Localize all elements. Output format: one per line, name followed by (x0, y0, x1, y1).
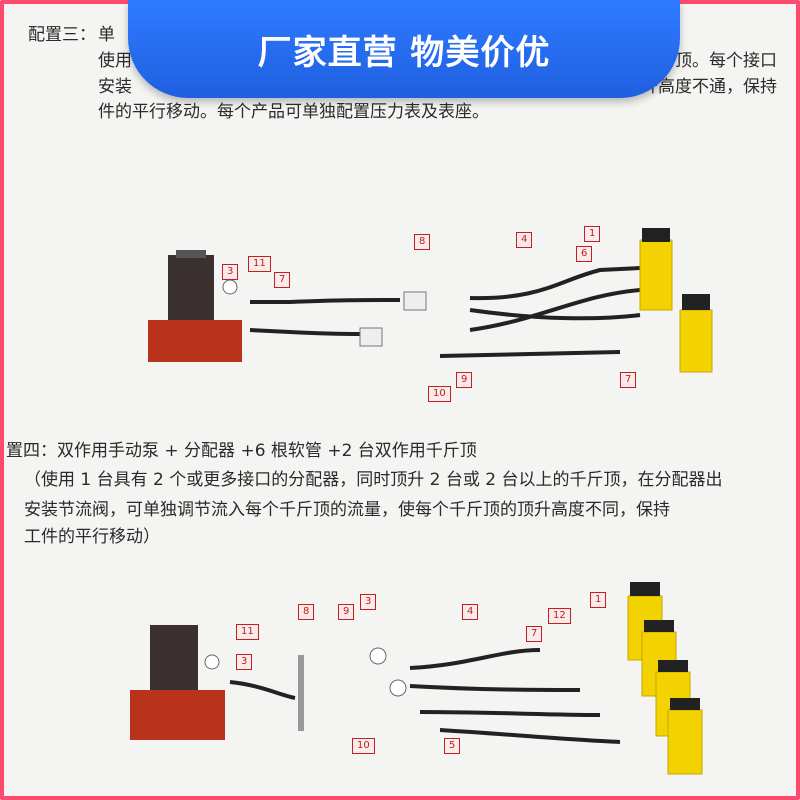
config3-line3: 件的平行移动。每个产品可单独配置压力表及表座。 (98, 102, 489, 122)
jack-cylinder (667, 709, 703, 775)
promo-banner: 厂家直营 物美价优 (128, 0, 680, 98)
hose (469, 308, 641, 321)
pressure-gauge-icon (222, 279, 238, 295)
pressure-gauge-icon (369, 647, 387, 665)
config3-line2-end: 顶升高度不通，保持 (624, 77, 777, 97)
part-number: 8 (414, 234, 431, 250)
hose (419, 710, 601, 717)
part-number: 9 (456, 372, 473, 388)
pump-motor (150, 625, 198, 690)
config3-label: 配置三： (28, 25, 96, 45)
part-number: 5 (444, 738, 461, 754)
hose (249, 328, 361, 336)
config3-line1-start: 使用 (98, 51, 132, 71)
part-number: 8 (298, 604, 315, 620)
hose (469, 266, 641, 301)
pressure-gauge-icon (389, 679, 407, 697)
hose (250, 298, 401, 304)
part-number: 7 (526, 626, 543, 642)
part-number: 1 (584, 226, 601, 242)
part-number: 10 (352, 738, 375, 754)
part-number: 11 (248, 256, 271, 272)
pressure-gauge-icon (204, 654, 220, 670)
pump-base (130, 690, 225, 740)
config4-line2: 安装节流阀，可单独调节流入每个千斤顶的流量，使每个千斤顶的顶升高度不同，保持 (24, 500, 670, 520)
distributor-manifold (298, 655, 304, 731)
pump-base (148, 320, 242, 362)
hose (469, 288, 641, 332)
part-number: 3 (360, 594, 377, 610)
part-number: 9 (338, 604, 355, 620)
config4-line3: 工件的平行移动） (24, 527, 160, 547)
hose (439, 728, 621, 744)
pump-motor (168, 255, 214, 320)
part-number: 3 (236, 654, 253, 670)
part-number: 4 (516, 232, 533, 248)
part-number: 6 (576, 246, 593, 262)
hose (439, 350, 621, 358)
hose (409, 648, 541, 670)
part-number: 11 (236, 624, 259, 640)
config4-line1: （使用 1 台具有 2 个或更多接口的分配器，同时顶升 2 台或 2 台以上的千… (24, 470, 723, 490)
part-number: 10 (428, 386, 451, 402)
distributor (403, 291, 427, 311)
part-number: 1 (590, 592, 607, 608)
promo-banner-text: 厂家直营 物美价优 (257, 32, 551, 73)
distributor (359, 327, 383, 347)
part-number: 12 (548, 608, 571, 624)
config4-title: 置四：双作用手动泵 + 分配器 +6 根软管 +2 台双作用千斤顶 (6, 441, 477, 461)
hose (229, 680, 296, 700)
jack-cylinder (639, 239, 673, 311)
part-number: 7 (620, 372, 637, 388)
part-number: 7 (274, 272, 291, 288)
hose (409, 684, 581, 692)
jack-cylinder (679, 309, 713, 373)
part-number: 3 (222, 264, 239, 280)
config3-line2-start: 安装 (98, 77, 132, 97)
config3-title-start: 单 (98, 25, 115, 45)
part-number: 4 (462, 604, 479, 620)
